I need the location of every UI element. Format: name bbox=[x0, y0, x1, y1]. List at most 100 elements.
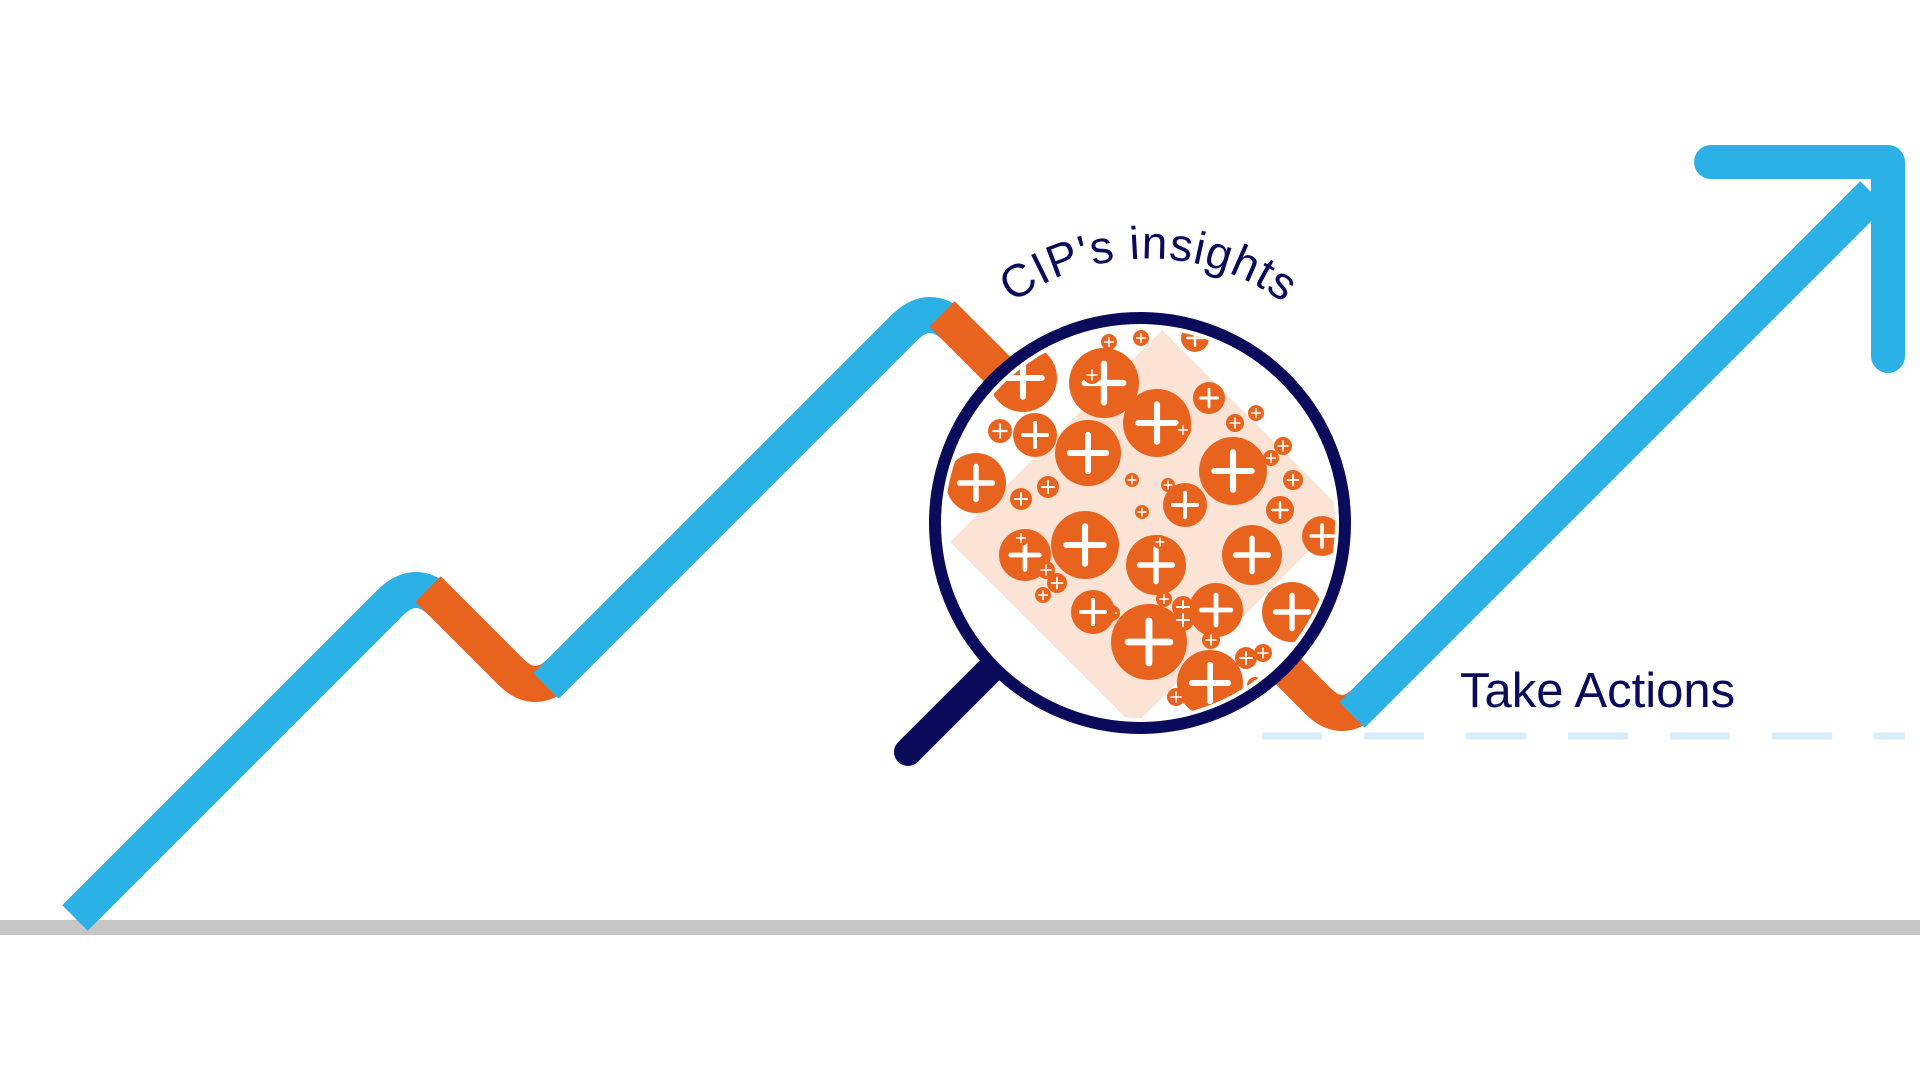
plus-glyph bbox=[1040, 564, 1052, 576]
plus-circle-icon bbox=[1153, 535, 1167, 549]
plus-glyph bbox=[1137, 507, 1147, 517]
magnifying-glass-icon bbox=[894, 312, 1351, 766]
take-actions-label: Take Actions bbox=[1460, 664, 1735, 718]
plus-glyph bbox=[1272, 592, 1312, 632]
plus-circle-icon bbox=[1172, 609, 1194, 631]
plus-circle-icon bbox=[1161, 478, 1175, 492]
plus-glyph bbox=[1170, 490, 1200, 520]
plus-glyph bbox=[1124, 617, 1174, 667]
plus-circle-icon bbox=[1126, 535, 1186, 595]
plus-circle-icon bbox=[1083, 366, 1101, 384]
plus-circle-icon bbox=[1123, 389, 1191, 457]
plus-circle-icon bbox=[1193, 382, 1225, 414]
plus-glyph bbox=[1198, 592, 1234, 628]
plus-glyph bbox=[1050, 576, 1064, 590]
plus-circle-icon bbox=[1101, 334, 1117, 350]
plus-circle-icon bbox=[1047, 573, 1067, 593]
plus-circle-icon bbox=[1175, 422, 1191, 438]
plus-glyph bbox=[1163, 480, 1173, 490]
plus-glyph bbox=[1229, 417, 1241, 429]
trend-segment-rise-1 bbox=[62, 572, 455, 931]
plus-circle-icon bbox=[1254, 644, 1272, 662]
plus-glyph bbox=[1078, 597, 1108, 627]
plus-glyph bbox=[1265, 452, 1277, 464]
plus-glyph bbox=[1257, 647, 1269, 659]
plus-circle-icon bbox=[1055, 420, 1121, 486]
plus-glyph bbox=[1135, 401, 1179, 445]
plus-glyph bbox=[1158, 593, 1170, 605]
plus-glyph bbox=[1232, 535, 1272, 575]
plus-glyph bbox=[1198, 387, 1220, 409]
plus-glyph bbox=[1309, 523, 1335, 549]
plus-glyph bbox=[1205, 634, 1217, 646]
plus-glyph bbox=[1250, 407, 1262, 419]
plus-glyph bbox=[1170, 691, 1182, 703]
plus-glyph bbox=[1040, 479, 1056, 495]
plus-glyph bbox=[1086, 369, 1098, 381]
plus-circle-icon bbox=[1111, 604, 1187, 680]
plus-glyph bbox=[1238, 650, 1254, 666]
plus-glyph bbox=[1127, 475, 1137, 485]
plus-circle-icon bbox=[1013, 530, 1029, 546]
plus-glyph bbox=[1103, 336, 1115, 348]
plus-glyph bbox=[1175, 612, 1191, 628]
plus-glyph bbox=[1037, 589, 1049, 601]
plus-glyph bbox=[1015, 532, 1027, 544]
plus-glyph bbox=[1155, 537, 1165, 547]
plus-glyph bbox=[1013, 491, 1029, 507]
insights-label-text: CIP's insights bbox=[990, 216, 1307, 311]
plus-glyph bbox=[1177, 424, 1189, 436]
plus-circle-icon bbox=[1199, 437, 1267, 505]
plus-circle-icon bbox=[1051, 511, 1119, 579]
plus-glyph bbox=[1136, 545, 1176, 585]
magnifier-lens-ring bbox=[929, 312, 1351, 734]
plus-circle-icon bbox=[1167, 688, 1185, 706]
plus-glyph bbox=[1286, 473, 1300, 487]
bubble-band bbox=[950, 330, 1335, 718]
baseline bbox=[0, 920, 1920, 935]
plus-glyph bbox=[1008, 538, 1042, 572]
plus-circle-icon bbox=[1302, 516, 1335, 556]
plus-circle-icon bbox=[1202, 631, 1220, 649]
trend-line bbox=[62, 181, 1886, 931]
plus-glyph bbox=[992, 423, 1008, 439]
plus-circle-icon bbox=[1226, 414, 1244, 432]
plus-circle-icon bbox=[988, 419, 1012, 443]
plus-circle-icon bbox=[1189, 583, 1243, 637]
plus-circle-icon bbox=[1266, 496, 1294, 524]
plus-glyph bbox=[1277, 440, 1289, 452]
plus-circle-icon bbox=[1037, 476, 1059, 498]
plus-circle-icon bbox=[1163, 483, 1207, 527]
plus-circle-icon bbox=[1156, 591, 1172, 607]
plus-circle-icon bbox=[1133, 330, 1149, 346]
plus-circle-icon bbox=[1135, 505, 1149, 519]
plus-glyph bbox=[1271, 501, 1289, 519]
plus-circle-icon bbox=[1013, 413, 1057, 457]
plus-glyph bbox=[1066, 431, 1110, 475]
plus-circle-icon bbox=[1274, 437, 1292, 455]
plus-circle-bubbles bbox=[946, 328, 1335, 716]
plus-glyph bbox=[1211, 449, 1255, 493]
plus-circle-icon bbox=[1248, 405, 1264, 421]
plus-circle-icon bbox=[1222, 525, 1282, 585]
plus-glyph bbox=[1135, 332, 1147, 344]
plus-circle-icon bbox=[1263, 450, 1279, 466]
plus-circle-icon bbox=[1235, 647, 1257, 669]
plus-glyph bbox=[1188, 661, 1232, 705]
plus-circle-icon bbox=[1071, 590, 1115, 634]
plus-circle-icon bbox=[1069, 348, 1139, 418]
trend-segment-rise-3 bbox=[1339, 181, 1886, 728]
plus-circle-icon bbox=[1035, 587, 1051, 603]
plus-glyph bbox=[956, 463, 996, 503]
plus-glyph bbox=[1020, 420, 1050, 450]
plus-circle-icon bbox=[946, 453, 1006, 513]
insights-label: CIP's insights bbox=[990, 216, 1308, 311]
plus-circle-icon bbox=[1283, 470, 1303, 490]
magnifier-handle bbox=[894, 651, 1009, 766]
plus-circle-icon bbox=[1037, 561, 1055, 579]
plus-glyph bbox=[1063, 523, 1107, 567]
plus-circle-icon bbox=[1125, 473, 1139, 487]
trend-segment-rise-2 bbox=[533, 297, 969, 699]
plus-circle-icon bbox=[1010, 488, 1032, 510]
